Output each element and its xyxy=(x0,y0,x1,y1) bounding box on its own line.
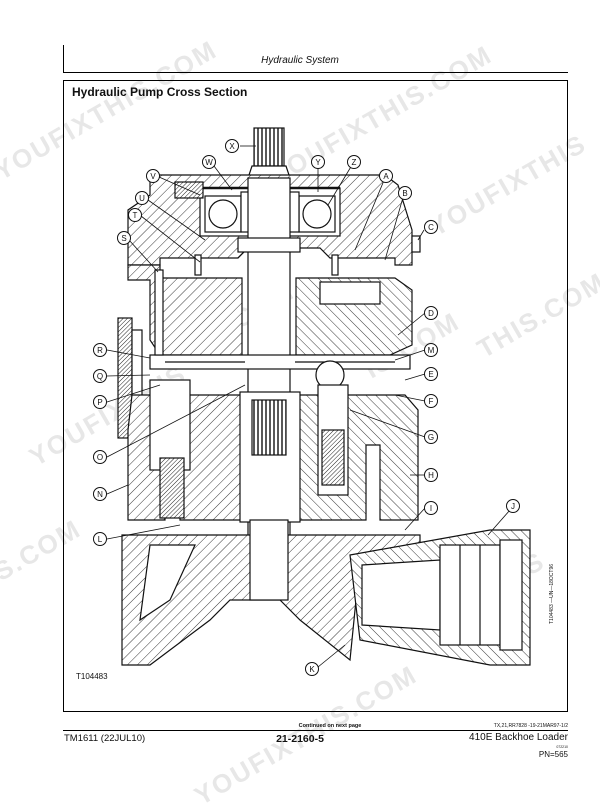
continued-note: Continued on next page xyxy=(298,723,362,729)
source-code: TX,21,RR7828 -19-21MAR97-1/2 xyxy=(493,723,568,729)
mid-housing-left xyxy=(127,264,243,356)
svg-text:G: G xyxy=(428,433,434,442)
callout-p: P xyxy=(93,395,107,409)
callout-n: N xyxy=(93,487,107,501)
callout-d: D xyxy=(424,306,438,320)
housing-bolt xyxy=(154,269,164,356)
callout-t: T xyxy=(128,208,142,222)
left-spring xyxy=(159,457,185,519)
swashplate-right xyxy=(319,281,381,305)
callout-o: O xyxy=(93,450,107,464)
cap-screw-right xyxy=(331,254,339,276)
svg-text:D: D xyxy=(428,309,434,318)
svg-text:N: N xyxy=(97,490,103,499)
callout-b: B xyxy=(398,186,412,200)
case-drain-fitting xyxy=(411,235,421,253)
pump-cross-section-drawing: X W Y Z V U A B T C S D R M Q E P F G O … xyxy=(93,127,531,676)
svg-text:A: A xyxy=(383,172,389,181)
callout-f: F xyxy=(424,394,438,408)
piston-assembly xyxy=(315,360,349,496)
svg-text:E: E xyxy=(428,370,433,379)
svg-text:L: L xyxy=(98,535,103,544)
svg-text:X: X xyxy=(229,142,235,151)
svg-text:F: F xyxy=(429,397,434,406)
svg-text:T: T xyxy=(133,211,138,220)
page-index: PN=565 xyxy=(538,750,568,759)
callout-j: J xyxy=(506,499,520,513)
callout-h: H xyxy=(424,468,438,482)
page-number: 21-2160-5 xyxy=(276,733,324,745)
svg-text:P: P xyxy=(97,398,102,407)
svg-text:B: B xyxy=(402,189,407,198)
svg-text:K: K xyxy=(309,665,315,674)
svg-text:M: M xyxy=(428,346,435,355)
header-title: Hydraulic System xyxy=(261,55,339,66)
svg-text:Z: Z xyxy=(352,158,357,167)
callout-m: M xyxy=(424,343,438,357)
svg-text:J: J xyxy=(511,502,515,511)
callout-i: I xyxy=(424,501,438,515)
figure-frame xyxy=(63,80,568,712)
input-shaft-spline xyxy=(247,127,291,179)
callout-k: K xyxy=(305,662,319,676)
svg-text:Q: Q xyxy=(97,372,103,381)
valve-plate xyxy=(149,354,411,370)
svg-text:Y: Y xyxy=(315,158,321,167)
manual-code: TM1611 (22JUL10) xyxy=(64,733,146,744)
lower-housing-right xyxy=(295,394,419,521)
footer-rule xyxy=(63,730,568,731)
outlet-fitting xyxy=(349,529,531,666)
callout-v: V xyxy=(146,169,160,183)
callout-q: Q xyxy=(93,369,107,383)
svg-text:O: O xyxy=(97,453,103,462)
svg-text:V: V xyxy=(150,172,156,181)
callout-c: C xyxy=(424,220,438,234)
front-bearing xyxy=(204,195,336,233)
callout-z: Z xyxy=(347,155,361,169)
shaft-neck xyxy=(237,237,301,253)
shaft-spline xyxy=(251,399,287,456)
date-code: 072210 xyxy=(556,745,568,749)
page-header: Hydraulic System xyxy=(0,0,600,80)
section-title: Hydraulic Pump Cross Section xyxy=(72,85,248,99)
svg-text:C: C xyxy=(428,223,434,232)
callout-w: W xyxy=(202,155,216,169)
header-rule xyxy=(63,72,568,73)
callout-r: R xyxy=(93,343,107,357)
svg-text:S: S xyxy=(121,234,126,243)
left-piston xyxy=(149,379,191,471)
callout-e: E xyxy=(424,367,438,381)
callout-a: A xyxy=(379,169,393,183)
machine-name: 410E Backhoe Loader xyxy=(469,732,568,743)
callout-l: L xyxy=(93,532,107,546)
header-divider xyxy=(63,45,64,73)
lower-shaft-bore xyxy=(249,519,289,601)
svg-text:I: I xyxy=(430,504,432,513)
figure-reference: T104483 xyxy=(76,672,108,681)
callout-y: Y xyxy=(311,155,325,169)
svg-text:W: W xyxy=(205,158,213,167)
svg-text:R: R xyxy=(97,346,103,355)
svg-text:U: U xyxy=(139,194,145,203)
callout-x: X xyxy=(225,139,239,153)
callout-g: G xyxy=(424,430,438,444)
cap-screw xyxy=(194,254,202,276)
callouts: X W Y Z V U A B T C S D R M Q E P F G O … xyxy=(93,139,520,676)
svg-text:H: H xyxy=(428,471,434,480)
leader-lines xyxy=(106,145,511,668)
inlet-passage xyxy=(139,544,196,622)
figure-side-reference: T104483 —UN—18OCT96 xyxy=(549,563,555,624)
callout-s: S xyxy=(117,231,131,245)
callout-u: U xyxy=(135,191,149,205)
